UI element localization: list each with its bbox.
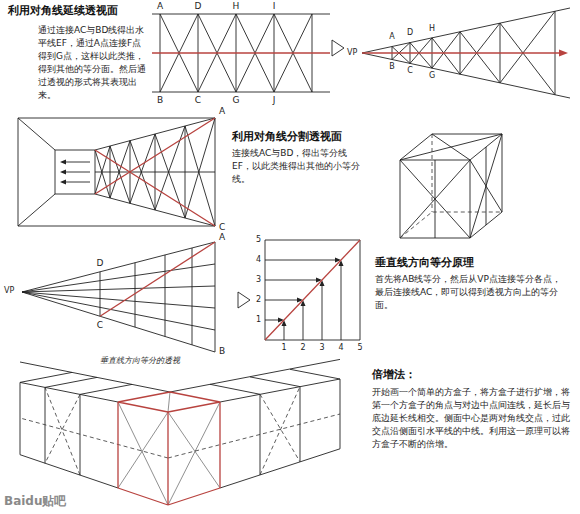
arrow-head — [60, 160, 66, 185]
division-number: 3 — [319, 343, 324, 353]
point-letter: B — [157, 95, 163, 106]
vanishing-point-label: VP — [4, 286, 14, 296]
point-letter: C — [97, 320, 103, 331]
perspective-lines — [362, 8, 570, 98]
tunnel-lines — [18, 118, 215, 226]
body-text: 通过连接AC与BD线得出水平线EF，通过A点连接F点得到G点，这样以此类推，得到… — [38, 24, 148, 102]
point-letter: C — [407, 66, 413, 76]
guide-lines — [20, 387, 340, 476]
point-letter: H — [233, 1, 240, 12]
point-letter: B — [389, 62, 395, 72]
point-letter: G — [429, 71, 435, 81]
point-letter: C — [219, 222, 225, 233]
point-letter: B — [219, 346, 225, 357]
division-number: 3 — [256, 275, 261, 285]
arrow-marker — [238, 292, 250, 308]
division-number: 5 — [357, 343, 362, 353]
section-heading: 利用对角线延续透视面 — [8, 4, 118, 17]
grid-lines — [152, 14, 330, 92]
handwritten-note: 垂直线方向等分的透视 — [100, 356, 180, 366]
horizon-line — [362, 52, 562, 53]
division-number: 1 — [281, 343, 286, 353]
point-letter: H — [429, 24, 435, 34]
arrow-marker — [332, 40, 344, 56]
box-row-lines — [20, 359, 340, 488]
vanishing-point-label: VP — [347, 48, 357, 58]
division-number: 2 — [256, 295, 261, 305]
point-letter: A — [219, 106, 225, 117]
point-letter: A — [157, 1, 163, 12]
division-number: 4 — [256, 255, 261, 265]
point-letter: A — [389, 32, 394, 42]
section-heading: 垂直线方向等分原理 — [375, 256, 474, 269]
body-text: 首先将AB线等分，然后从VP点连接等分各点，最后连接线AC，即可以得到透视方向上… — [375, 273, 565, 312]
section-heading: 倍增法： — [372, 368, 416, 381]
hidden-edges — [400, 134, 502, 238]
division-number: 2 — [300, 343, 305, 353]
point-letter: D — [195, 1, 202, 12]
point-letter: D — [97, 258, 104, 269]
diagonal-line — [100, 242, 215, 316]
point-letter: I — [273, 1, 276, 12]
point-letter: J — [273, 95, 276, 106]
section-heading: 利用对角线分割透视面 — [232, 130, 342, 143]
fan-lines — [22, 242, 215, 352]
diagonal-line — [265, 240, 360, 340]
horizon-line — [152, 52, 330, 53]
first-box — [118, 392, 220, 505]
cube-lines — [400, 134, 502, 238]
point-letter: G — [233, 95, 240, 106]
watermark: Baidu贴吧 — [4, 494, 67, 508]
diagonal-lines — [95, 118, 215, 226]
body-text: 连接线AC与BD，得出等分线EF，以此类推得出其他的小等分线。 — [232, 147, 367, 186]
division-number: 4 — [338, 343, 343, 353]
division-number: 1 — [256, 315, 261, 325]
arrow-head — [559, 50, 568, 57]
division-number: 5 — [256, 235, 261, 245]
point-letter: C — [195, 95, 201, 106]
point-letter: A — [219, 232, 225, 243]
point-letter: D — [407, 28, 413, 38]
body-text: 开始画一个简单的方盒子，将方盒子进行扩增，将第一个方盒子的角点与对边中点间连线，… — [372, 386, 572, 451]
division-grid — [265, 240, 360, 340]
